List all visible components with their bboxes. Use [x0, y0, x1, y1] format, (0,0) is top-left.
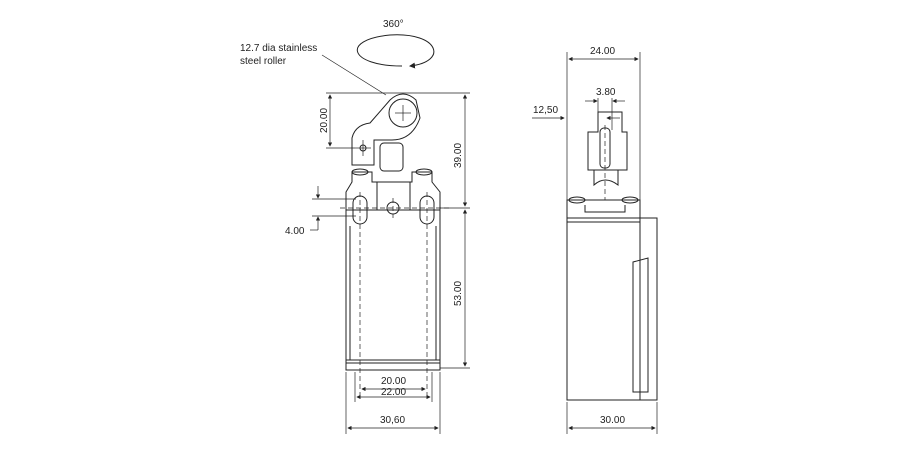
- side-dimensions: [532, 52, 658, 434]
- roller-note-line1: 12.7 dia stainless: [240, 43, 317, 54]
- front-dimensions: [310, 92, 470, 434]
- switch-head: [345, 171, 441, 211]
- dim-offset: 12,50: [533, 105, 558, 116]
- roller-note-line2: steel roller: [240, 56, 287, 67]
- roller-leader-line: [321, 54, 387, 96]
- rotation-arrow-icon: [356, 34, 435, 69]
- dim-plunger-width: 3.80: [596, 87, 616, 98]
- side-view: [566, 111, 658, 401]
- side-body: [566, 217, 641, 401]
- dim-top-width: 24.00: [590, 46, 615, 57]
- dim-body-height: 53.00: [453, 281, 464, 306]
- dim-lever-height: 20.00: [319, 108, 330, 133]
- switch-body: [345, 209, 441, 371]
- plunger: [379, 142, 404, 172]
- dim-hole-offset: 4.00: [285, 226, 305, 237]
- dim-top-height: 39.00: [453, 143, 464, 168]
- dim-body-depth: 30.00: [600, 415, 625, 426]
- dim-hole-spacing-inner: 20.00: [381, 376, 406, 387]
- dim-hole-spacing-outer: 22.00: [381, 387, 406, 398]
- dim-body-width: 30,60: [380, 415, 405, 426]
- front-view: [340, 93, 450, 400]
- rotation-label: 360°: [383, 19, 404, 30]
